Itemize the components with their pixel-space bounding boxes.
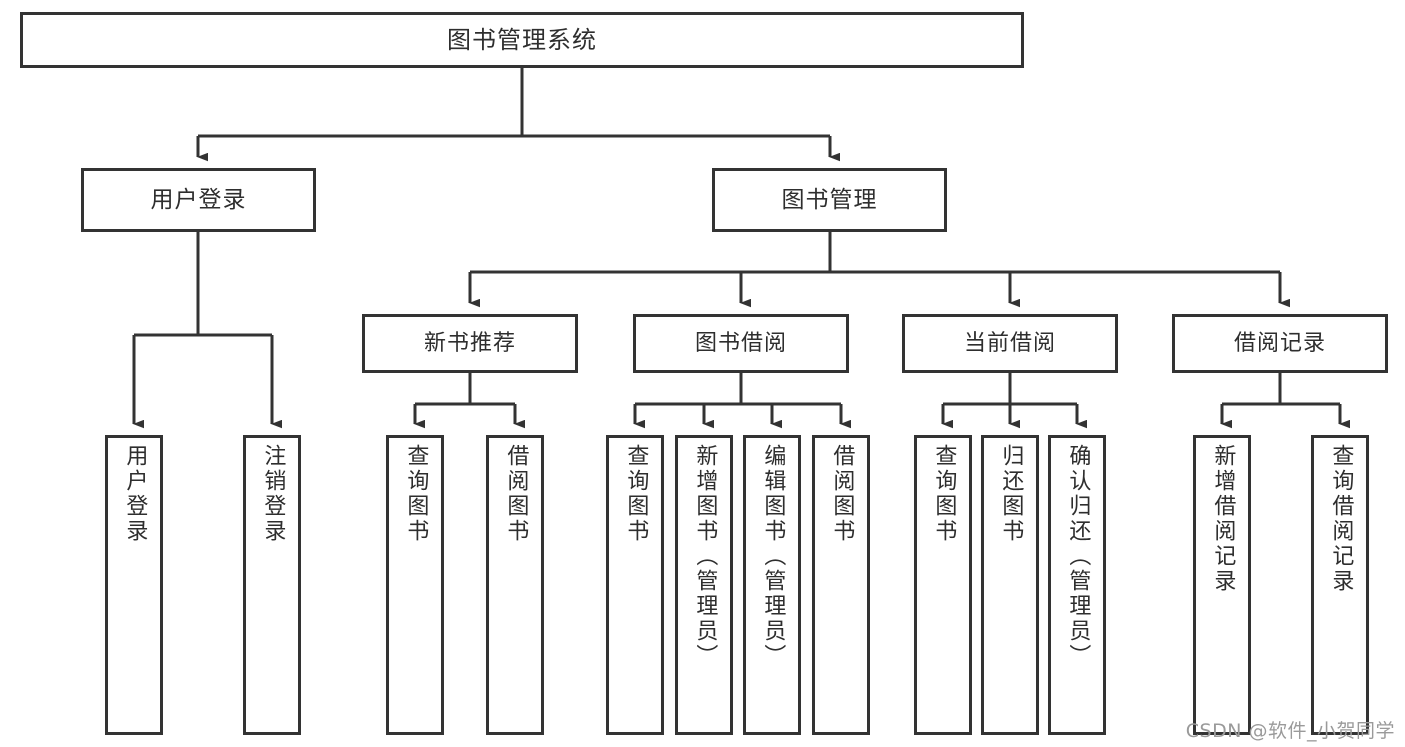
node-label: 归还图书: [998, 444, 1024, 544]
node-label: 借阅图书: [503, 444, 529, 544]
node-root-system[interactable]: 图书管理系统: [20, 12, 1024, 68]
node-label: 用户登录: [150, 186, 247, 213]
node-borrow-record[interactable]: 借阅记录: [1172, 314, 1388, 373]
node-current-borrow[interactable]: 当前借阅: [902, 314, 1118, 373]
node-label: 图书管理系统: [447, 26, 597, 54]
node-label: 注销登录: [260, 444, 286, 544]
leaf-borrow-record-add[interactable]: 新增借阅记录: [1193, 435, 1251, 735]
leaf-borrow-record-query[interactable]: 查询借阅记录: [1311, 435, 1369, 735]
leaf-new-book-query[interactable]: 查询图书: [386, 435, 444, 735]
node-label: 查询借阅记录: [1328, 444, 1354, 594]
node-label: 图书借阅: [694, 330, 787, 356]
node-label: 新书推荐: [423, 330, 516, 356]
leaf-current-borrow-confirm-return[interactable]: 确认归还（管理员）: [1048, 435, 1106, 735]
node-label: 新增图书（管理员）: [692, 444, 718, 669]
leaf-current-borrow-return[interactable]: 归还图书: [981, 435, 1039, 735]
node-user-login[interactable]: 用户登录: [81, 168, 316, 232]
leaf-current-borrow-query[interactable]: 查询图书: [914, 435, 972, 735]
leaf-book-borrow-query[interactable]: 查询图书: [606, 435, 664, 735]
node-label: 借阅记录: [1233, 330, 1326, 356]
leaf-book-borrow-add[interactable]: 新增图书（管理员）: [675, 435, 733, 735]
leaf-new-book-borrow[interactable]: 借阅图书: [486, 435, 544, 735]
leaf-user-login-logout[interactable]: 注销登录: [243, 435, 301, 735]
node-label: 图书管理: [781, 186, 878, 213]
watermark-text: CSDN @软件_小贺同学: [1185, 720, 1395, 742]
leaf-book-borrow-edit[interactable]: 编辑图书（管理员）: [743, 435, 801, 735]
node-book-management[interactable]: 图书管理: [712, 168, 947, 232]
node-label: 查询图书: [623, 444, 649, 544]
node-label: 确认归还（管理员）: [1065, 444, 1091, 669]
leaf-user-login-login[interactable]: 用户登录: [105, 435, 163, 735]
node-label: 查询图书: [931, 444, 957, 544]
leaf-book-borrow-borrow[interactable]: 借阅图书: [812, 435, 870, 735]
node-new-book-recommend[interactable]: 新书推荐: [362, 314, 578, 373]
node-book-borrow[interactable]: 图书借阅: [633, 314, 849, 373]
node-label: 编辑图书（管理员）: [760, 444, 786, 669]
node-label: 查询图书: [403, 444, 429, 544]
node-label: 借阅图书: [829, 444, 855, 544]
node-label: 当前借阅: [963, 330, 1056, 356]
node-label: 新增借阅记录: [1210, 444, 1236, 594]
node-label: 用户登录: [122, 444, 148, 544]
